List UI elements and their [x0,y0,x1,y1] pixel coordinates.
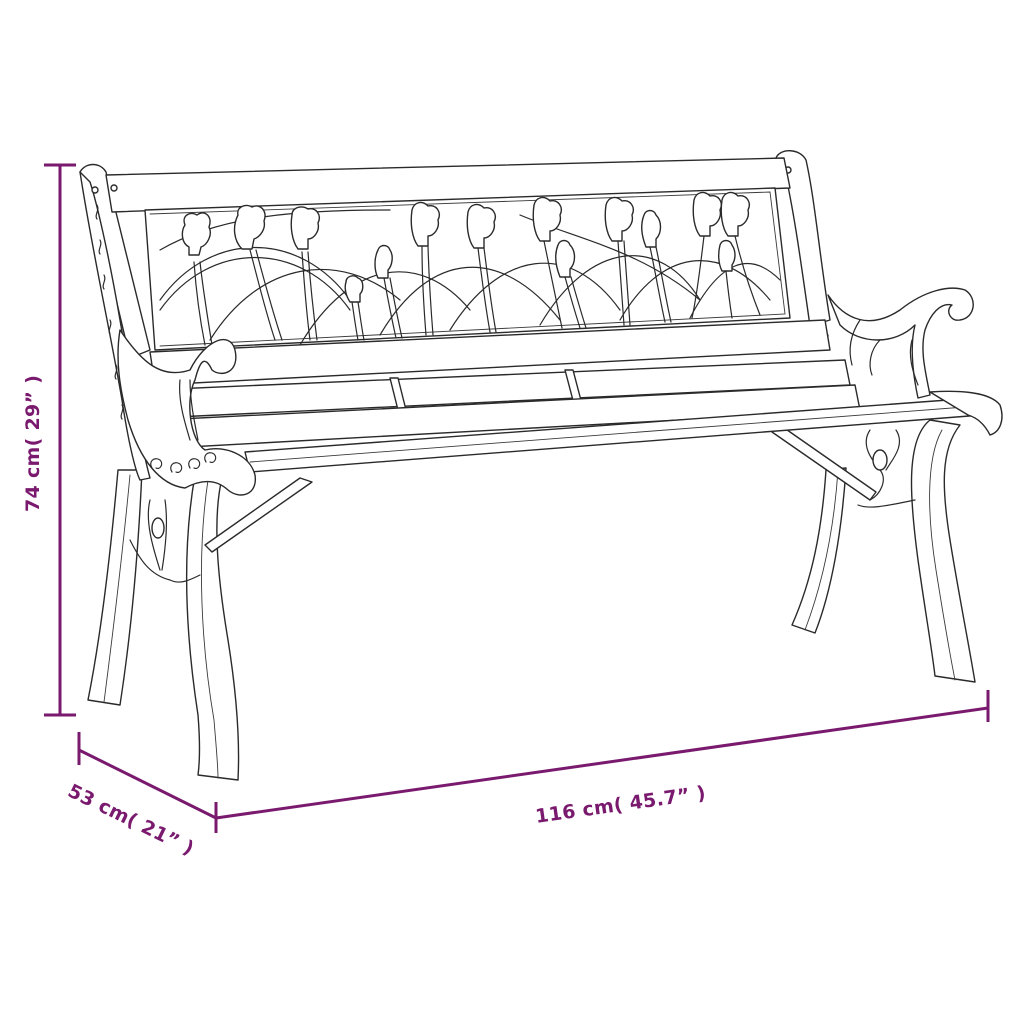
tulip-decorative-panel [144,187,791,351]
seat-slats [149,359,983,473]
right-side-ornament [771,424,916,508]
backrest-top-rail [105,157,791,213]
armrest-scroll-ornaments [150,452,217,473]
dimension-lines [44,163,990,833]
depth-dimension-line [78,748,217,820]
tulip-flowers [181,191,761,346]
front-right-leg [910,419,976,683]
left-armrest [117,329,256,583]
width-dimension-line [215,706,989,820]
height-dimension-label: 74 cm( 29” ) [22,374,44,512]
rear-left-leg [87,469,143,706]
front-left-leg [186,474,313,781]
right-armrest [827,287,1003,436]
rear-right-leg [791,467,847,634]
